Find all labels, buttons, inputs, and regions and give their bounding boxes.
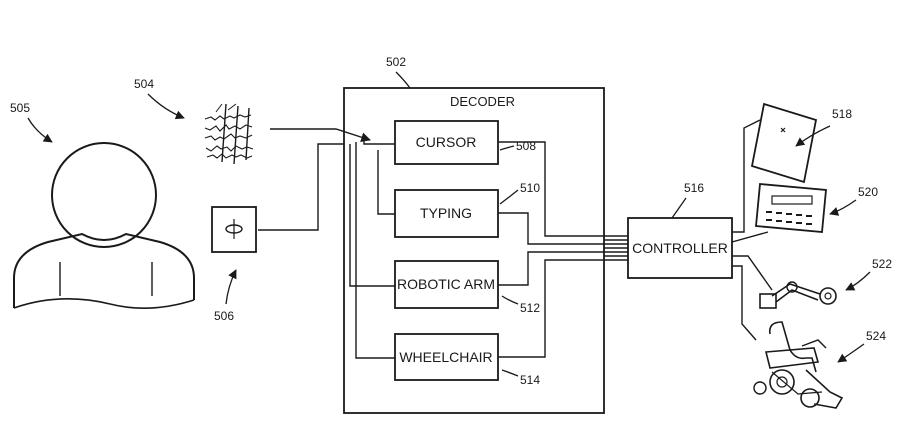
display-screen-icon <box>750 102 818 184</box>
ref-516: 516 <box>684 181 704 195</box>
ref-512: 512 <box>520 301 540 315</box>
neural-signals-icon <box>204 103 254 165</box>
leader-524 <box>837 343 865 363</box>
ref-506: 506 <box>214 309 234 323</box>
robotic-arm-label: ROBOTIC ARM <box>397 276 495 292</box>
leader-508 <box>499 145 515 151</box>
leader-506 <box>225 269 237 305</box>
leader-504 <box>147 93 185 120</box>
ref-520: 520 <box>858 185 878 199</box>
person-icon <box>13 142 195 309</box>
wheelchair-icon <box>753 321 844 409</box>
controller-output-lines <box>731 119 773 341</box>
ref-524: 524 <box>866 329 886 343</box>
ref-505: 505 <box>10 101 30 115</box>
ref-502: 502 <box>386 55 406 69</box>
robot-arm-icon <box>759 281 837 309</box>
leader-514 <box>501 369 519 377</box>
ref-504: 504 <box>134 77 154 91</box>
leader-512 <box>501 295 519 305</box>
leader-502 <box>395 71 411 89</box>
sensor-icon <box>211 206 257 253</box>
leader-520 <box>829 199 857 216</box>
ref-514: 514 <box>520 373 540 387</box>
keypad-device-icon <box>755 183 827 233</box>
decoder-box <box>343 87 605 414</box>
input-lines <box>258 128 395 359</box>
leader-516 <box>671 197 687 219</box>
module-output-lines <box>498 141 628 358</box>
ref-508: 508 <box>516 139 536 153</box>
ref-522: 522 <box>872 257 892 271</box>
typing-label: TYPING <box>420 205 472 221</box>
cursor-label: CURSOR <box>416 134 477 150</box>
controller-label: CONTROLLER <box>632 240 728 256</box>
ref-518: 518 <box>832 107 852 121</box>
leader-510 <box>499 189 519 205</box>
ref-510: 510 <box>520 181 540 195</box>
decoder-label: DECODER <box>450 94 515 109</box>
leader-505 <box>27 117 53 143</box>
wheelchair-label: WHEELCHAIR <box>399 349 492 365</box>
leader-522 <box>845 271 871 291</box>
